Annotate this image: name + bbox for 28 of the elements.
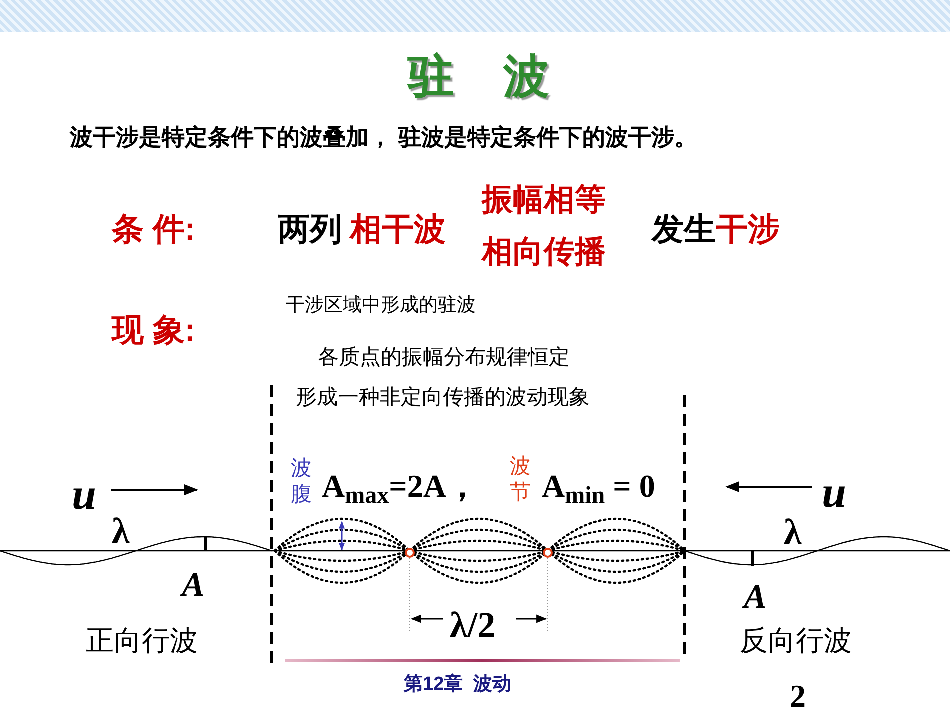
formula-text: A$_{min}$ = 0 <box>542 467 656 510</box>
velocity-label: u <box>822 467 846 519</box>
condition-text: 相向传播 <box>482 233 606 271</box>
amplitude-label: A <box>182 566 205 606</box>
velocity-label: u <box>72 469 96 521</box>
wavelength-label: λ <box>112 510 130 553</box>
section-heading: 条 件: <box>112 210 196 249</box>
condition-text: 两列 <box>278 210 342 249</box>
half-wavelength-label: λ/2 <box>450 604 496 647</box>
phenomenon-text: 形成一种非定向传播的波动现象 <box>296 385 590 411</box>
phenomenon-text: 干涉区域中形成的驻波 <box>286 294 476 318</box>
formula-text: A$_{max}$=2A， <box>322 467 478 510</box>
condition-text: 干涉 <box>716 210 780 249</box>
phenomenon-text: 各质点的振幅分布规律恒定 <box>318 345 570 371</box>
node-label: 波节 <box>510 454 532 506</box>
wavelength-label: λ <box>784 511 802 554</box>
slide-title: 驻 波 <box>408 49 568 104</box>
section-heading: 现 象: <box>112 311 196 350</box>
amplitude-label: A <box>744 578 767 618</box>
page-number: 2 <box>790 677 806 713</box>
condition-text: 振幅相等 <box>482 181 606 219</box>
intro-sentence: 波干涉是特定条件下的波叠加， 驻波是特定条件下的波干涉。 <box>70 123 698 152</box>
wave-caption: 正向行波 <box>86 624 198 658</box>
antinode-label: 波腹 <box>291 456 313 508</box>
condition-text: 相干波 <box>350 210 446 249</box>
condition-text: 发生 <box>652 210 716 249</box>
wave-caption: 反向行波 <box>740 624 852 658</box>
chapter-footer: 第12章 波动 <box>404 671 512 700</box>
